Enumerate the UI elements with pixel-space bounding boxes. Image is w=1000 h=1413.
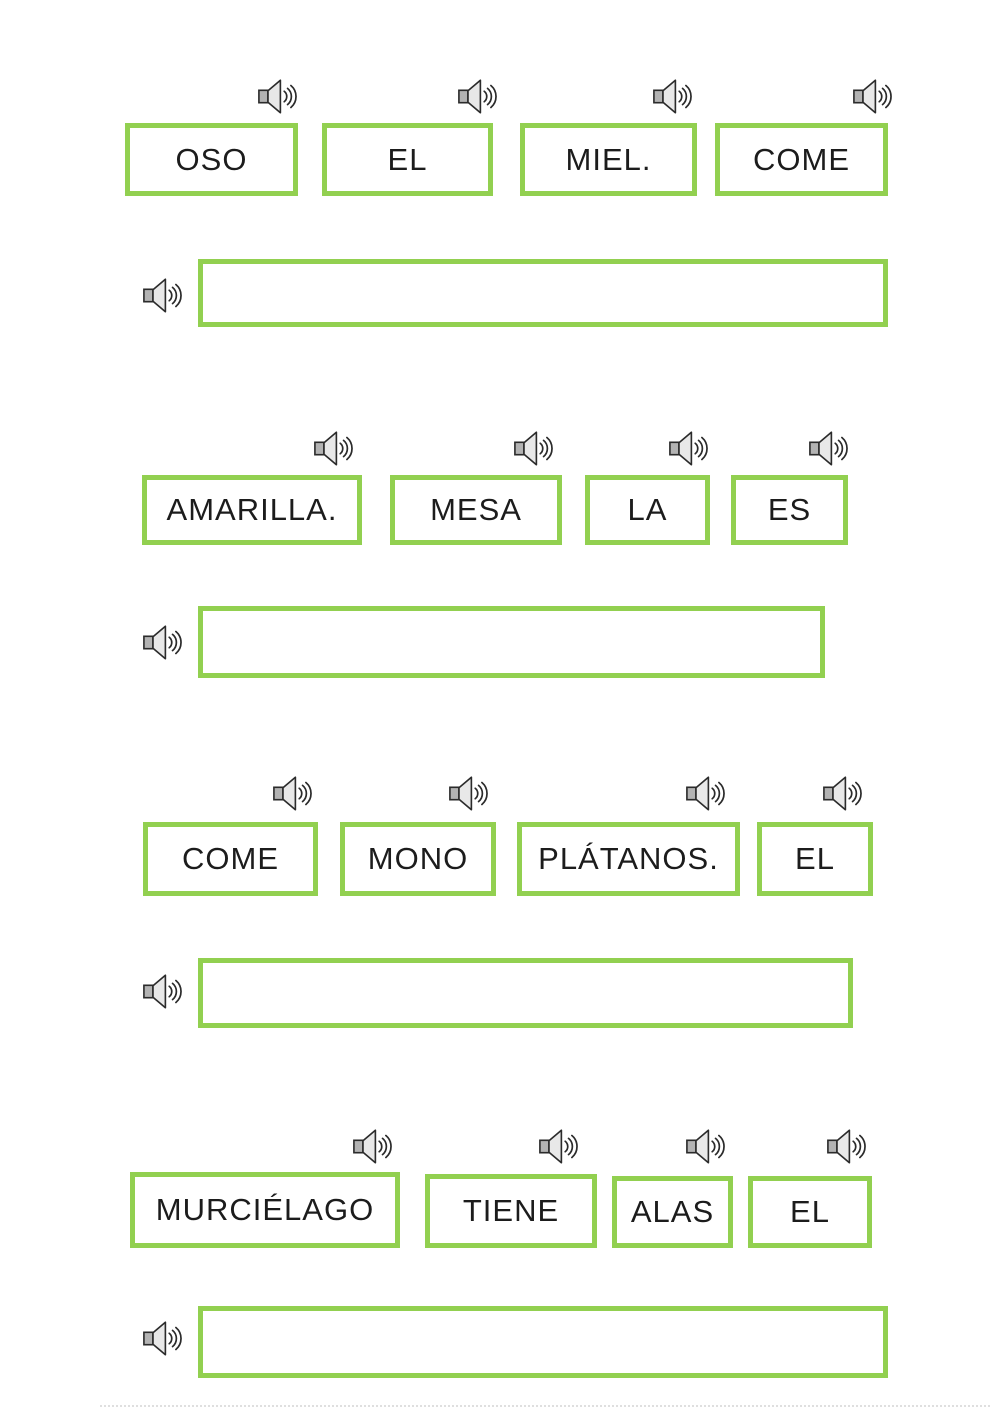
word-box[interactable]: EL bbox=[322, 123, 493, 196]
speaker-icon[interactable] bbox=[808, 430, 850, 467]
answer-box[interactable] bbox=[198, 606, 825, 678]
word-box[interactable]: AMARILLA. bbox=[142, 475, 362, 545]
speaker-icon[interactable] bbox=[352, 1128, 394, 1165]
speaker-icon[interactable] bbox=[457, 78, 499, 115]
speaker-icon[interactable] bbox=[668, 430, 710, 467]
word-box[interactable]: COME bbox=[143, 822, 318, 896]
answer-box[interactable] bbox=[198, 958, 853, 1028]
speaker-icon[interactable] bbox=[822, 775, 864, 812]
speaker-icon[interactable] bbox=[538, 1128, 580, 1165]
speaker-icon[interactable] bbox=[448, 775, 490, 812]
word-box[interactable]: OSO bbox=[125, 123, 298, 196]
speaker-icon[interactable] bbox=[142, 1320, 184, 1357]
word-box[interactable]: ALAS bbox=[612, 1176, 733, 1248]
word-box[interactable]: COME bbox=[715, 123, 888, 196]
speaker-icon[interactable] bbox=[685, 775, 727, 812]
speaker-icon[interactable] bbox=[272, 775, 314, 812]
word-box[interactable]: MIEL. bbox=[520, 123, 697, 196]
page-edge-artifact bbox=[100, 1405, 990, 1407]
word-box[interactable]: MONO bbox=[340, 822, 496, 896]
word-box[interactable]: LA bbox=[585, 475, 710, 545]
word-box[interactable]: PLÁTANOS. bbox=[517, 822, 740, 896]
speaker-icon[interactable] bbox=[142, 277, 184, 314]
speaker-icon[interactable] bbox=[313, 430, 355, 467]
speaker-icon[interactable] bbox=[852, 78, 894, 115]
speaker-icon[interactable] bbox=[652, 78, 694, 115]
answer-box[interactable] bbox=[198, 1306, 888, 1378]
word-box[interactable]: EL bbox=[748, 1176, 872, 1248]
word-box[interactable]: TIENE bbox=[425, 1174, 597, 1248]
speaker-icon[interactable] bbox=[513, 430, 555, 467]
word-box[interactable]: MURCIÉLAGO bbox=[130, 1172, 400, 1248]
word-box[interactable]: EL bbox=[757, 822, 873, 896]
word-box[interactable]: ES bbox=[731, 475, 848, 545]
speaker-icon[interactable] bbox=[685, 1128, 727, 1165]
word-box[interactable]: MESA bbox=[390, 475, 562, 545]
speaker-icon[interactable] bbox=[826, 1128, 868, 1165]
speaker-icon[interactable] bbox=[257, 78, 299, 115]
answer-box[interactable] bbox=[198, 259, 888, 327]
speaker-icon[interactable] bbox=[142, 973, 184, 1010]
speaker-icon[interactable] bbox=[142, 624, 184, 661]
